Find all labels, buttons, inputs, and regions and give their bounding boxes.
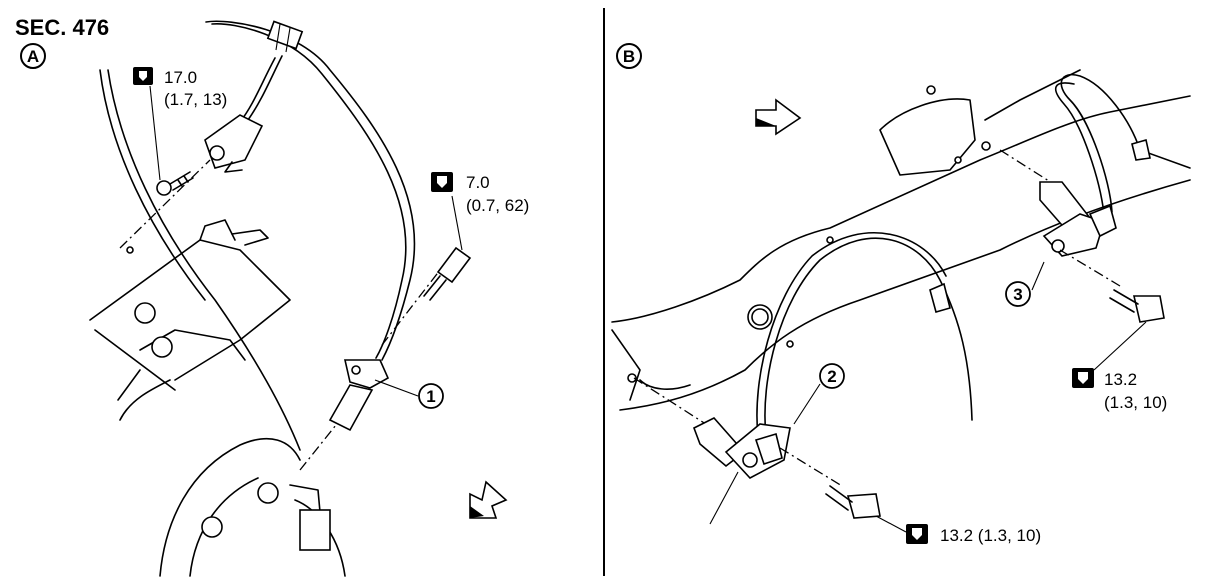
wheel-hub-left [159,437,346,577]
section-label: SEC. 476 [15,15,109,40]
callout-2: 2 [819,363,845,389]
sensor-harness-left [205,20,416,361]
front-direction-arrow-left [469,480,508,519]
torque-sub-1: (1.7, 13) [164,90,227,109]
svg-text:3: 3 [1013,285,1022,304]
wheel-sensor-2 [692,417,791,479]
svg-text:2: 2 [827,367,836,386]
torque-wrench-icon [133,67,153,85]
view-a-marker: A [20,43,46,69]
wheel-sensor-1 [328,359,390,432]
bolt-sensor-3 [1109,289,1165,323]
svg-text:A: A [27,47,39,66]
harness-clip-right [1131,138,1151,161]
harness-bracket-left [204,114,264,173]
torque-sub-3: (1.3, 10) [1104,393,1167,412]
bolt-upper-left [156,171,194,196]
torque-value-2: 7.0 [466,173,490,192]
torque-sub-2: (0.7, 62) [466,196,529,215]
torque-value-3: 13.2 [1104,370,1137,389]
callout-1: 1 [418,383,444,409]
svg-text:B: B [623,47,635,66]
front-direction-arrow-right [755,98,802,136]
sensor-harness-right-2 [764,237,973,437]
torque-wrench-icon [906,524,928,544]
wheel-sensor-3 [1039,181,1117,257]
knuckle-bracket [89,69,301,451]
sensor-harness-right-3 [1060,73,1191,213]
harness-clip-left [266,20,304,53]
rear-axle-housing [611,69,1191,411]
torque-wrench-icon [431,172,453,192]
bolt-sensor-1 [423,246,472,301]
torque-wrench-icon [1072,368,1094,388]
torque-value-1: 17.0 [164,68,197,87]
svg-text:1: 1 [426,387,435,406]
bolt-sensor-2 [825,485,881,519]
callout-3: 3 [1005,281,1031,307]
torque-value-4: 13.2 (1.3, 10) [940,526,1041,545]
view-b-marker: B [616,43,642,69]
harness-clip-mid [929,282,951,313]
